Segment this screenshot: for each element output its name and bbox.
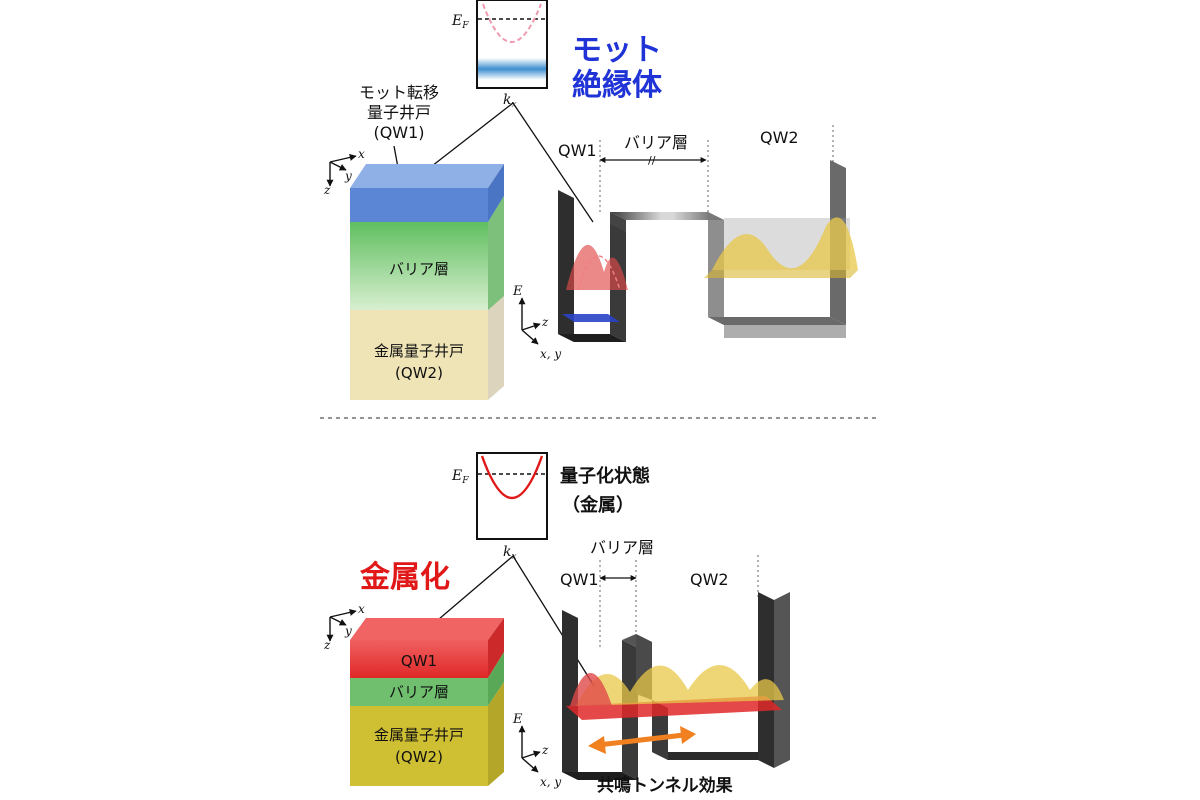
top-block-metal-label1: 金属量子井戸 — [374, 342, 464, 360]
bottom-block-axes: x y z — [323, 602, 365, 652]
metallization-title: 金属化 — [359, 560, 450, 595]
bottom-well-qw1-label: QW1 — [560, 570, 599, 589]
bottom-block-metal-layer — [350, 706, 488, 786]
callout-line2: 量子井戸 — [367, 103, 431, 122]
bottom-quantum-well: QW1 バリア層 QW2 — [512, 538, 790, 796]
svg-text:z: z — [323, 638, 331, 652]
bottom-block-metal-label1: 金属量子井戸 — [374, 726, 464, 744]
bottom-band-inset: EF kx — [451, 452, 548, 562]
bottom-qw1-wavefunction — [570, 673, 612, 706]
svg-text:z: z — [541, 743, 549, 757]
top-block-metal-layer — [350, 310, 488, 400]
top-qw1-wavefunction — [566, 244, 628, 290]
bottom-block-qw1-label: QW1 — [401, 652, 437, 670]
bottom-block-top-face — [350, 618, 504, 640]
top-well-barrier-label: バリア層 — [624, 133, 688, 152]
top-band-inset: EF kx — [451, 0, 548, 110]
bottom-layer-block: QW1 バリア層 金属量子井戸 (QW2) — [350, 618, 504, 786]
top-well-axes: E z x, y — [512, 284, 561, 361]
bottom-block-qw1-layer — [350, 640, 488, 678]
svg-text://: // — [648, 154, 656, 167]
mott-title-line2: 絶縁体 — [572, 68, 663, 103]
svg-text:z: z — [323, 183, 331, 197]
top-inset-band — [478, 58, 546, 80]
resonant-tunneling-arrow — [588, 726, 696, 754]
svg-text:E: E — [512, 284, 523, 299]
top-block-barrier-label: バリア層 — [389, 260, 449, 278]
top-block-barrier-layer — [350, 222, 488, 310]
top-block-qw1-layer — [350, 188, 488, 222]
callout-line1: モット転移 — [359, 83, 439, 102]
top-block-metal-label2: (QW2) — [395, 364, 443, 382]
svg-text:x, y: x, y — [540, 775, 561, 789]
top-panel: EF kx モット 絶縁体 モット転移 量子井戸 (QW1) x y z — [323, 0, 858, 400]
callout-line3: (QW1) — [373, 123, 424, 142]
svg-text:y: y — [344, 169, 352, 183]
bottom-block-barrier-layer — [350, 678, 488, 706]
bottom-metal-level — [566, 696, 782, 720]
mott-title-line1: モット — [572, 33, 662, 68]
bottom-well-axes: E z x, y — [512, 712, 561, 789]
top-inset-dispersion — [482, 3, 542, 43]
top-quantum-well: QW1 バリア層 QW2 // — [512, 125, 858, 361]
svg-text:E: E — [512, 712, 523, 727]
bottom-well-qw2-label: QW2 — [690, 570, 729, 589]
top-inset-kx-label: kx — [503, 92, 517, 110]
bottom-inset-ef-label: EF — [451, 468, 469, 486]
bottom-well-barrier-label: バリア層 — [590, 538, 654, 557]
top-well-qw2-label: QW2 — [760, 128, 799, 147]
bottom-qw2-wavefunction — [576, 665, 784, 706]
top-inset-ef-label: EF — [451, 13, 469, 31]
bottom-inset-dispersion — [480, 455, 544, 500]
top-qw2-wavefunction — [712, 217, 858, 270]
svg-text:x: x — [358, 602, 365, 616]
svg-text:z: z — [541, 315, 549, 329]
bottom-block-barrier-label: バリア層 — [389, 683, 449, 701]
top-block-axes: x y z — [323, 147, 365, 197]
svg-text:x: x — [358, 147, 365, 161]
top-layer-block: バリア層 金属量子井戸 (QW2) — [350, 164, 504, 400]
svg-text:y: y — [344, 624, 352, 638]
top-well-qw1-label: QW1 — [558, 141, 597, 160]
top-block-top-face — [350, 164, 504, 188]
bottom-panel: EF kx 量子化状態 （金属） 金属化 x y z QW1 — [323, 452, 790, 796]
top-callout-lines — [431, 102, 594, 223]
quantized-state-line2: （金属） — [562, 494, 634, 516]
resonant-tunneling-label: 共鳴トンネル効果 — [597, 775, 733, 796]
bottom-block-metal-label2: (QW2) — [395, 748, 443, 766]
quantized-state-line1: 量子化状態 — [560, 465, 650, 487]
svg-text:x, y: x, y — [540, 347, 561, 361]
top-qw1-level — [562, 314, 620, 322]
bottom-inset-frame — [476, 452, 548, 540]
